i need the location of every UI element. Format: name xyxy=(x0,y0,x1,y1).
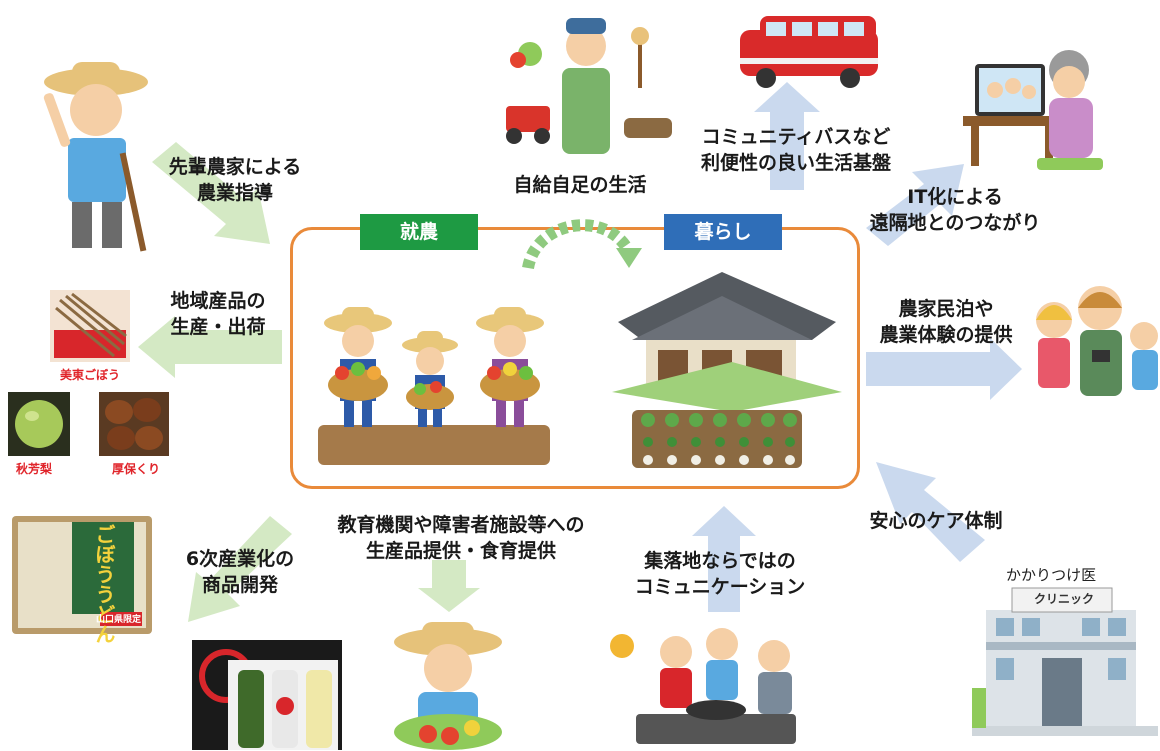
clinic-caption: かかりつけ医 xyxy=(1006,566,1097,584)
house-illustration xyxy=(612,272,842,468)
video-call-illustration xyxy=(963,50,1103,170)
label-local-products: 地域産品の生産・出荷 xyxy=(170,290,266,338)
clinic-illustration xyxy=(972,587,1158,736)
product-bottles-illustration xyxy=(192,640,342,750)
farmers-illustration xyxy=(318,307,550,465)
tag-farming: 就農 xyxy=(360,214,478,250)
cycle-arrow xyxy=(522,219,642,270)
arrow-bus xyxy=(754,82,820,190)
label-education: 教育機関や障害者施設等への生産品提供・食育提供 xyxy=(337,514,585,562)
arrow-education xyxy=(418,560,480,612)
tourists-illustration xyxy=(1036,286,1158,396)
package-title: ごぼううどん xyxy=(92,524,116,644)
arrow-community xyxy=(692,506,756,612)
arrow-it xyxy=(866,164,964,246)
label-guidance: 先輩農家による農業指導 xyxy=(168,156,302,204)
label-farm-stay: 農家民泊や農業体験の提供 xyxy=(879,298,1013,346)
label-it: IT化による遠隔地とのつながり xyxy=(869,186,1041,234)
arrow-sixth-industry xyxy=(188,516,292,622)
label-care: 安心のケア体制 xyxy=(869,510,1003,532)
chestnut-illustration xyxy=(99,392,169,456)
bus-illustration xyxy=(740,16,878,88)
arrow-farm-stay xyxy=(866,338,1022,400)
arrow-local-products xyxy=(138,316,282,378)
pear-illustration xyxy=(8,392,70,456)
chestnut-caption: 厚保くり xyxy=(112,462,161,476)
burdock-udon-package xyxy=(12,516,152,634)
label-bus: コミュニティバスなど利便性の良い生活基盤 xyxy=(700,126,891,174)
community-gathering-illustration xyxy=(610,628,796,744)
clinic-sign: クリニック xyxy=(1033,592,1094,606)
burdock-illustration xyxy=(50,290,130,362)
child-vegetables-illustration xyxy=(394,622,502,750)
label-community: 集落地ならではのコミュニケーション xyxy=(634,550,806,598)
arrow-care xyxy=(876,462,985,562)
package-badge: 山口県限定 xyxy=(96,615,142,625)
senior-farmer-illustration xyxy=(43,62,148,252)
pear-caption: 秋芳梨 xyxy=(16,462,53,476)
self-sufficiency-illustration xyxy=(506,18,672,154)
arrow-guidance xyxy=(152,142,270,244)
label-self-sufficiency: 自給自足の生活 xyxy=(513,174,647,196)
label-sixth-industry: 6次産業化の商品開発 xyxy=(185,548,295,596)
tag-living: 暮らし xyxy=(664,214,782,250)
burdock-caption: 美東ごぼう xyxy=(60,368,121,382)
